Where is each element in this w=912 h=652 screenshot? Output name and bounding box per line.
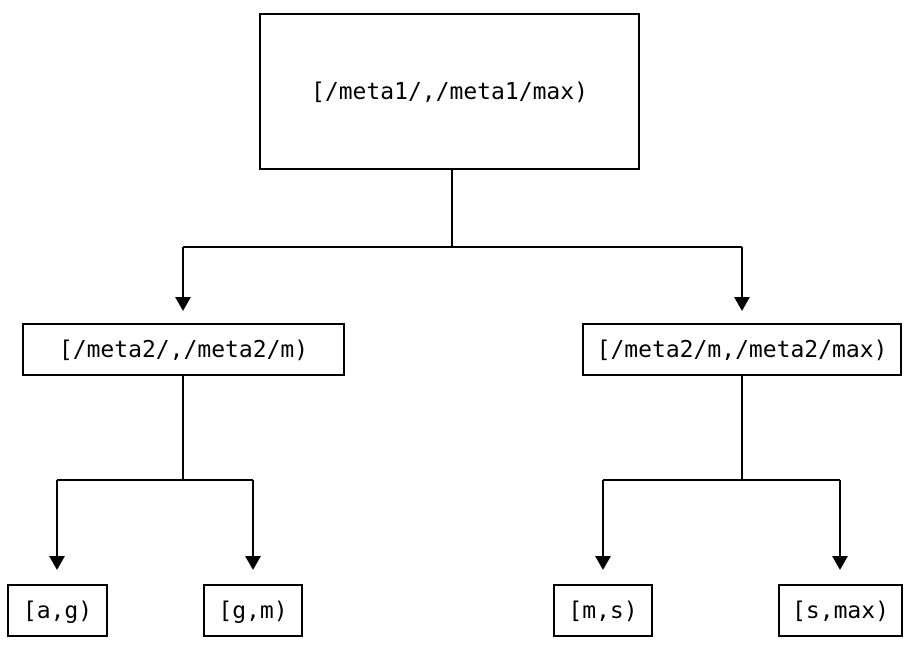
node-leaf-m-s: [m,s) (553, 584, 653, 637)
node-meta2-high: [/meta2/m,/meta2/max) (582, 323, 902, 376)
node-root-label: [/meta1/,/meta1/max) (311, 78, 588, 105)
arrowhead-to-meta2-low (175, 297, 191, 311)
node-leaf-a-g-label: [a,g) (22, 597, 93, 624)
node-leaf-s-max-label: [s,max) (792, 597, 889, 624)
node-leaf-m-s-label: [m,s) (568, 597, 638, 624)
arrowhead-to-leaf-ag (49, 556, 65, 570)
node-leaf-g-m: [g,m) (203, 584, 303, 637)
node-meta2-low-label: [/meta2/,/meta2/m) (58, 336, 309, 363)
node-leaf-a-g: [a,g) (7, 584, 108, 637)
arrowhead-to-leaf-gm (245, 556, 261, 570)
node-meta2-high-label: [/meta2/m,/meta2/max) (596, 336, 888, 363)
node-meta2-low: [/meta2/,/meta2/m) (22, 323, 345, 376)
arrowhead-to-leaf-smax (832, 556, 848, 570)
arrowhead-to-meta2-high (734, 297, 750, 311)
arrowhead-to-leaf-ms (595, 556, 611, 570)
node-leaf-g-m-label: [g,m) (218, 597, 288, 624)
node-leaf-s-max: [s,max) (778, 584, 903, 637)
node-root: [/meta1/,/meta1/max) (259, 13, 640, 170)
